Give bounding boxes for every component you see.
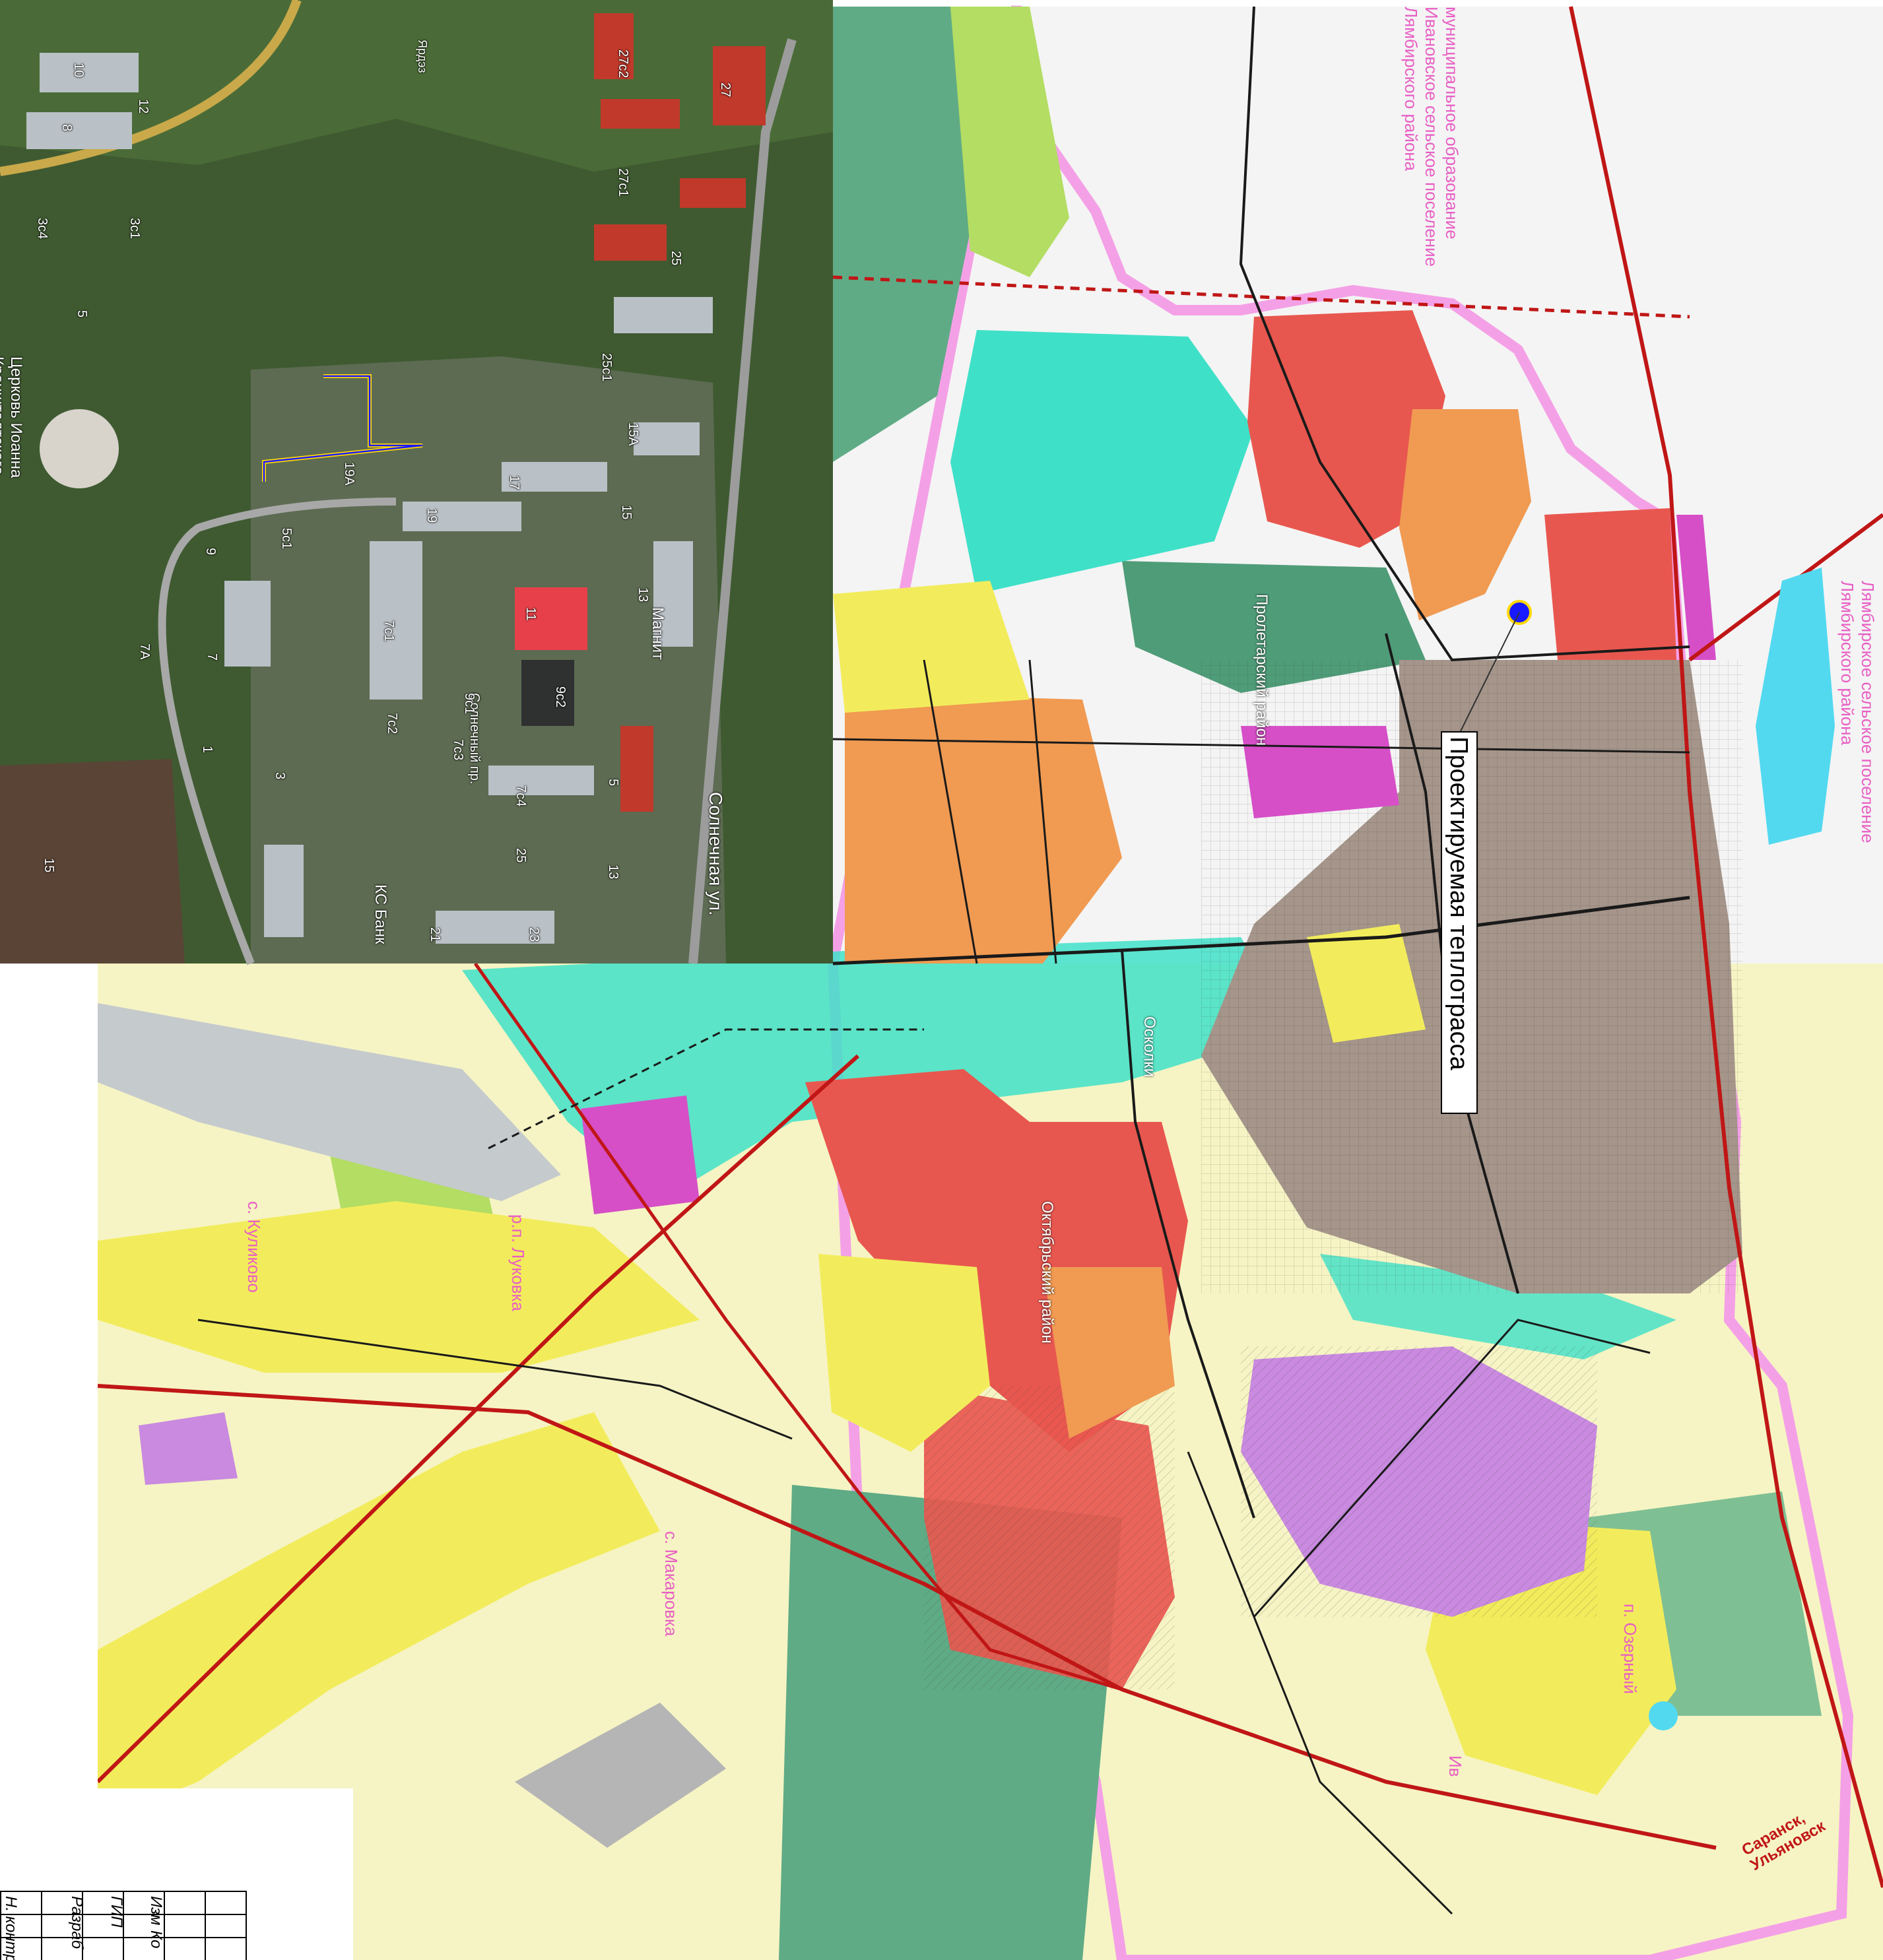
street-label: Солнечная ул. xyxy=(706,792,726,916)
building-number: 7с2 xyxy=(385,713,399,735)
church-label-line1: Церковь Иоанна xyxy=(7,356,25,478)
building-number: 7с1 xyxy=(381,620,396,642)
cyan-zone-north xyxy=(950,330,1254,594)
building-number: 10 xyxy=(71,63,86,78)
airfield-zone xyxy=(98,1003,561,1201)
church-label-line2: Кронштадтского xyxy=(0,356,7,475)
building-number: 7А xyxy=(137,643,152,660)
building-number: 27с2 xyxy=(616,49,630,79)
stamp-row-gip: ГИП xyxy=(108,1896,125,1928)
district-proletarsky-label: Пролетарский район xyxy=(1253,594,1271,746)
settlement-kulikovo-label: с. Куликово xyxy=(244,1201,264,1293)
public-zone-right xyxy=(1676,515,1716,660)
road-network xyxy=(96,6,1883,1915)
residential-yellow-mid xyxy=(1307,924,1426,1043)
building-number: 13 xyxy=(606,865,620,880)
stamp-row-norm-control: Н. контр xyxy=(2,1896,20,1960)
residential-yellow-center xyxy=(818,1254,990,1452)
building-number: 9с2 xyxy=(553,686,568,708)
residential-yellow-sw-2 xyxy=(98,1412,660,1821)
residential-orange-south xyxy=(1043,1267,1175,1439)
district-oskolki-label: Осколки xyxy=(1140,1016,1158,1078)
building-number: 27с1 xyxy=(616,168,630,197)
building-number: 5 xyxy=(606,779,620,787)
pond-marker xyxy=(1649,1701,1678,1730)
building-number: 13 xyxy=(636,587,650,603)
building-number: 15 xyxy=(42,858,56,873)
public-zone-large-hatch xyxy=(1241,1346,1597,1617)
settlement-ozerny-label: п. Озерный xyxy=(1620,1604,1640,1694)
stamp-row-change: Изм xyxy=(147,1896,165,1926)
building-number: 5с1 xyxy=(279,528,294,550)
district-oktyabrsky-label: Октябрьский район xyxy=(1038,1201,1056,1344)
building-number: 19 xyxy=(424,508,439,523)
building-number: 9 xyxy=(203,548,218,556)
satellite-inset xyxy=(0,0,833,965)
gray-zone-south xyxy=(515,1703,726,1848)
residential-south-hatch xyxy=(924,1386,1175,1689)
building-number: 1 xyxy=(200,746,215,754)
boundary-label-east: Лямбирское сельское поселение Лямбирског… xyxy=(1837,581,1878,843)
building-number: 7 xyxy=(205,653,219,661)
title-block-grid xyxy=(0,1891,247,1960)
church-label: Церковь Иоанна Кронштадтского xyxy=(0,356,25,478)
building-number: 3с4 xyxy=(35,218,50,240)
stamp-row-developer: Разраб xyxy=(68,1896,86,1949)
lake-east xyxy=(1756,568,1835,845)
building-number: 9с1 xyxy=(462,693,477,715)
building-number: 19А xyxy=(342,462,356,486)
building-number: 17 xyxy=(507,475,521,490)
shop-label: Магнит xyxy=(649,607,667,661)
building-number: 7с4 xyxy=(513,785,528,807)
boundary-north-line2: Ивановское сельское поселение xyxy=(1422,7,1441,267)
residential-yellow-sw xyxy=(98,1201,700,1373)
public-zone-sw xyxy=(581,1095,700,1214)
building-number: 25 xyxy=(513,848,528,863)
residential-yellow-west xyxy=(833,581,1030,713)
residential-orange-central xyxy=(845,693,1122,964)
building-number: 21 xyxy=(428,927,442,942)
building-number: 8 xyxy=(59,124,74,132)
building-number: 3 xyxy=(273,772,287,780)
residential-north xyxy=(1247,310,1445,548)
settlement-ivanovka-label: Ив xyxy=(1445,1755,1465,1777)
residential-orange-north xyxy=(1399,409,1531,620)
building-number: 5 xyxy=(75,310,89,318)
yard-label: Ярдэз xyxy=(416,40,429,73)
building-number: 3с1 xyxy=(127,218,142,240)
building-number: 25с1 xyxy=(599,353,614,382)
building-number: 15 xyxy=(619,505,634,520)
boundary-label-north: муниципальное образование Ивановское сел… xyxy=(1401,7,1462,267)
settlement-lukovka-label: р.п. Луковка xyxy=(508,1214,528,1311)
heat-main-callout-text: Проектируемая теплотрасса xyxy=(1445,736,1472,1070)
boundary-north-line1: муниципальное образование xyxy=(1442,7,1462,240)
settlement-makarovka-label: с. Макаровка xyxy=(661,1531,681,1637)
green-zone-forest xyxy=(950,7,1069,277)
building-number: 11 xyxy=(523,607,538,621)
stamp-col-count: Ко xyxy=(147,1930,165,1949)
public-zone-magenta xyxy=(1241,726,1399,818)
green-zone-west xyxy=(833,7,977,462)
residential-north-east xyxy=(1544,508,1676,660)
building-number: 25 xyxy=(669,251,683,266)
title-block-stamp: Изм ГИП Разраб Н. контр Ко xyxy=(0,1891,267,1960)
building-number: 27 xyxy=(718,82,733,98)
station-label: КС Банк xyxy=(372,884,389,944)
heat-main-callout: Проектируемая теплотрасса xyxy=(1441,731,1478,1114)
boundary-east-line2: Лямбирского района xyxy=(1837,581,1857,746)
building-number: 15А xyxy=(626,422,640,446)
boundary-north-line3: Лямбирского района xyxy=(1401,7,1421,172)
boundary-east-line1: Лямбирское сельское поселение xyxy=(1858,581,1878,843)
building-number: 7с3 xyxy=(451,739,465,761)
building-number: 23 xyxy=(527,927,541,942)
building-number: 12 xyxy=(136,99,150,114)
callout-leader xyxy=(1459,612,1520,733)
public-zone-west xyxy=(139,1412,238,1485)
